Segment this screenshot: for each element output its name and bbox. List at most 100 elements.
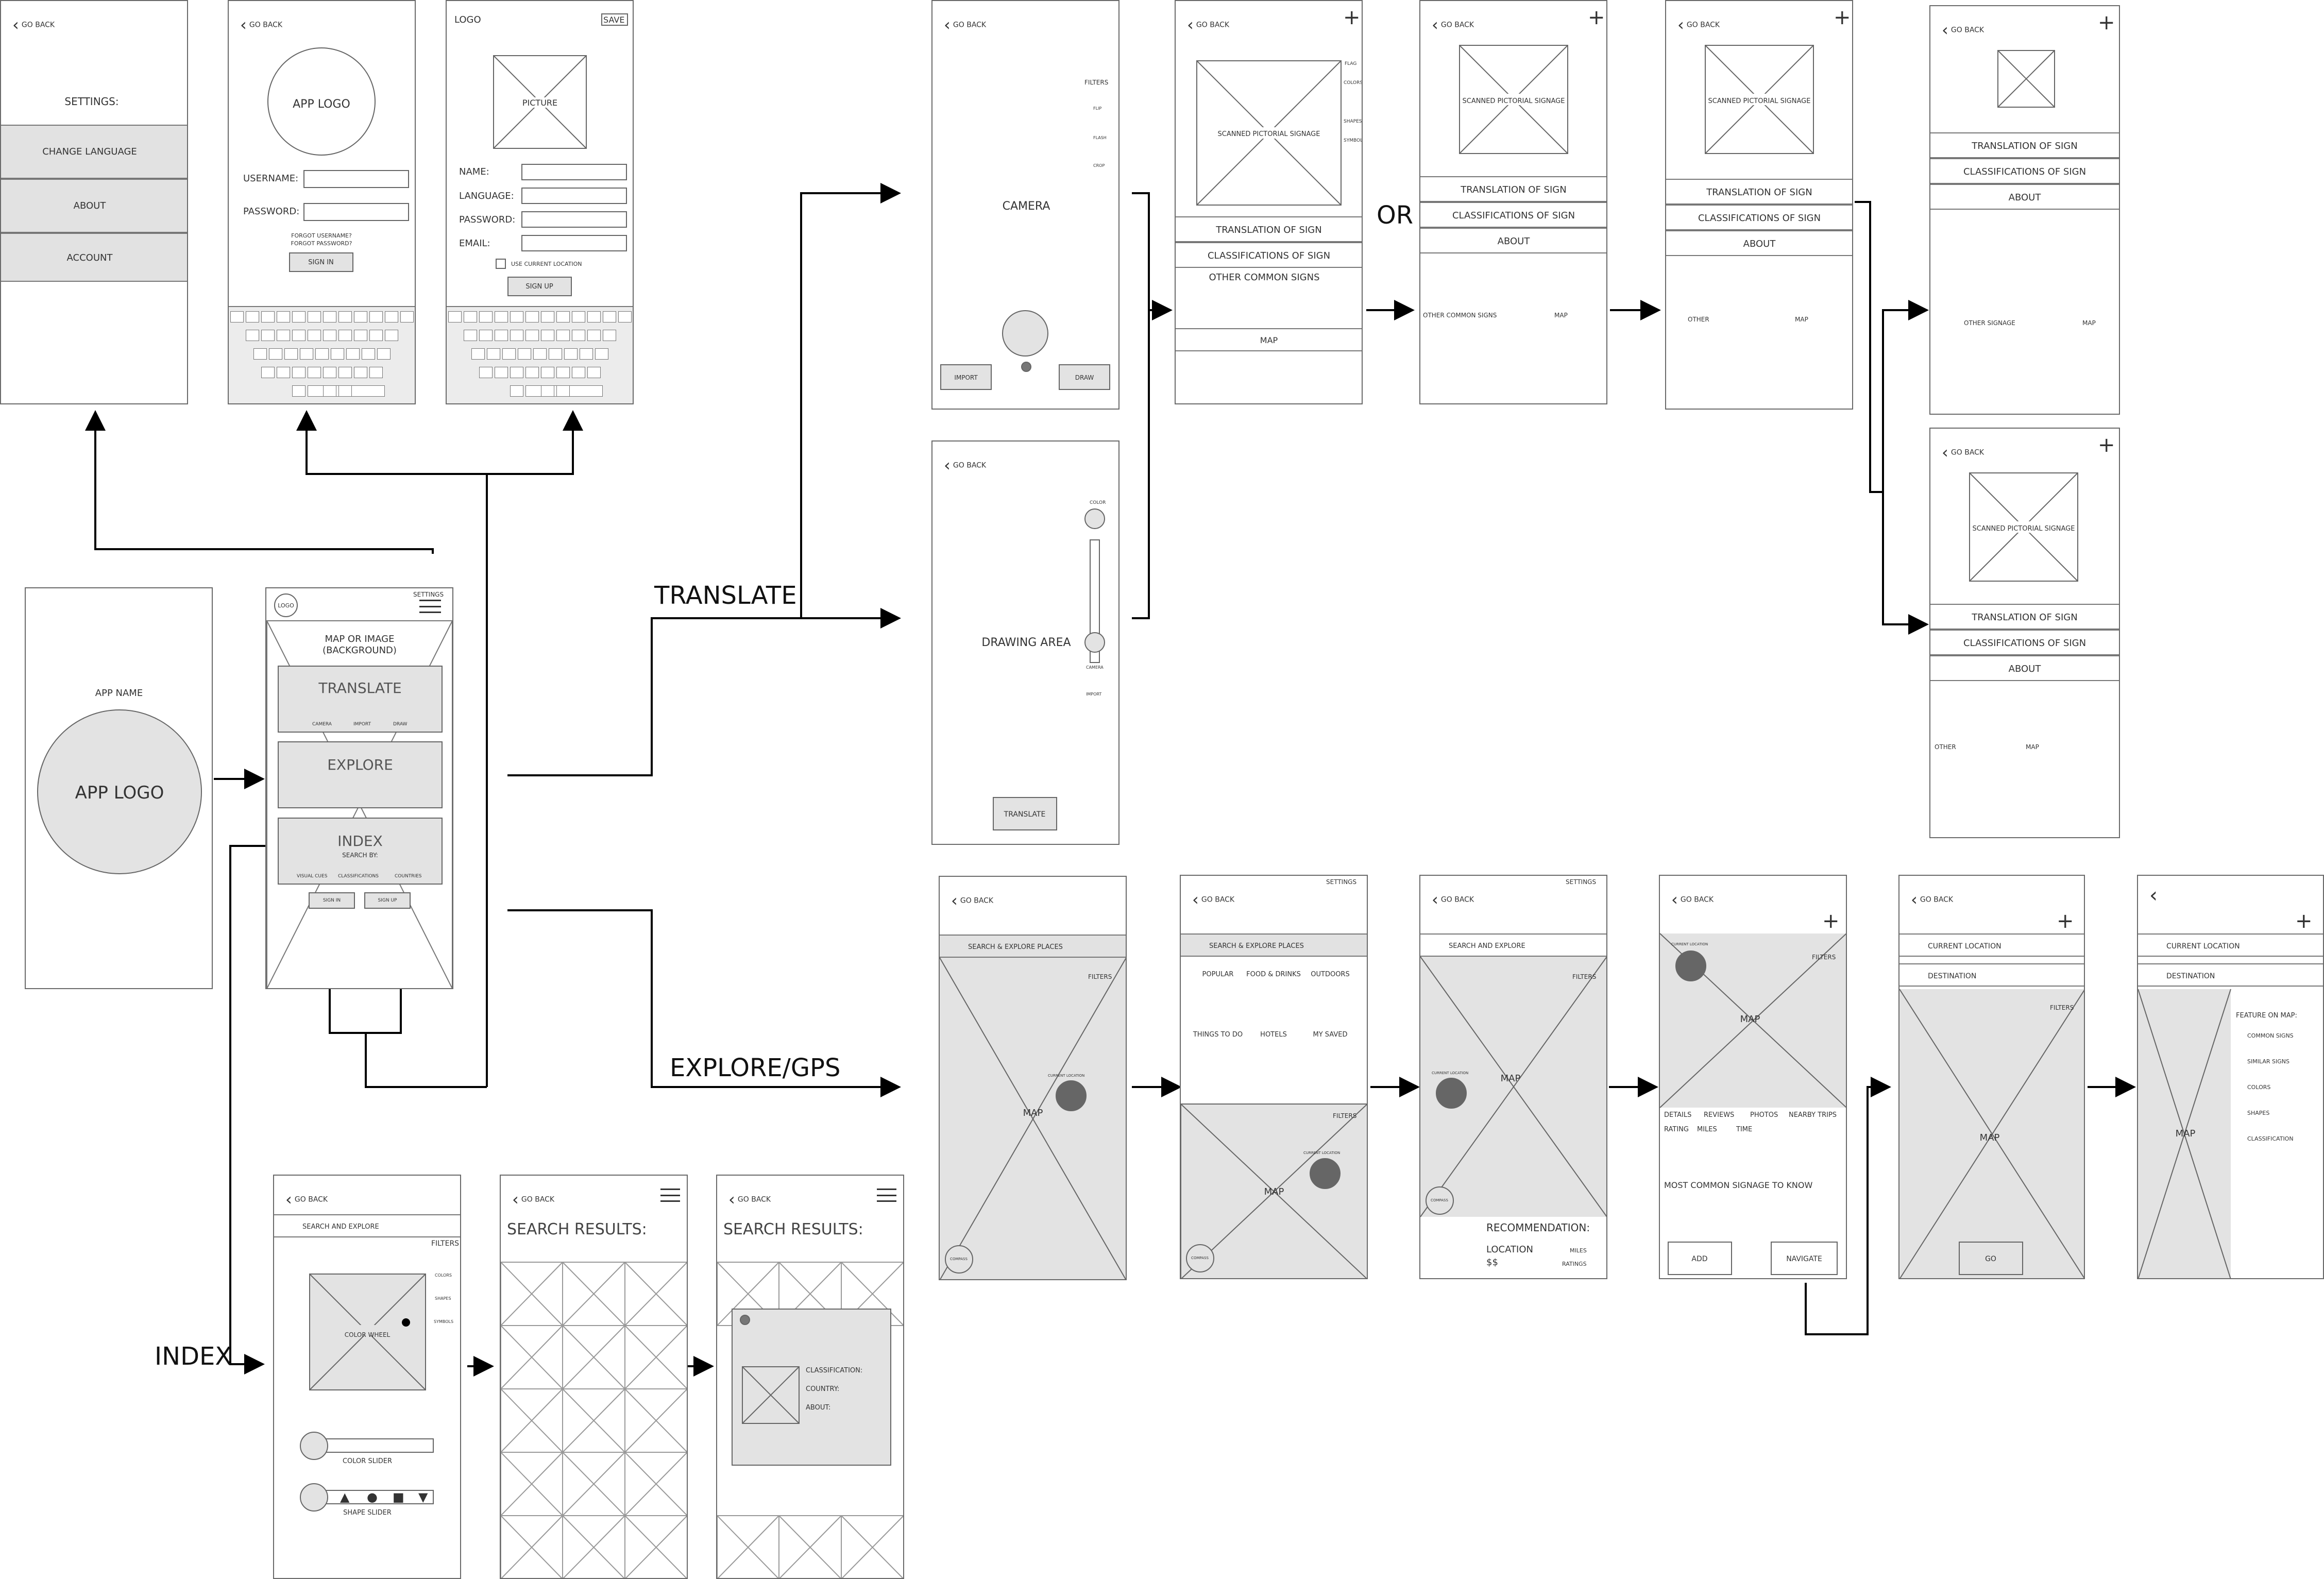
keyboard-key[interactable] (502, 348, 516, 360)
go-back-button[interactable]: ‹ GO BACK (728, 1190, 771, 1209)
keyboard-key[interactable] (587, 367, 601, 378)
current-location-field[interactable]: CURRENT LOCATION (1899, 933, 2084, 957)
add-icon[interactable]: + (2057, 909, 2074, 933)
keyboard-key[interactable] (384, 330, 398, 341)
keyboard-key[interactable] (369, 367, 383, 378)
add-icon[interactable]: + (2295, 909, 2313, 933)
keyboard[interactable] (229, 306, 415, 403)
settings-item-account[interactable]: ACCOUNT (1, 233, 187, 282)
keyboard-key[interactable] (307, 330, 321, 341)
keyboard-key[interactable] (276, 367, 290, 378)
add-icon[interactable]: + (2098, 433, 2115, 457)
keyboard-key[interactable] (338, 311, 352, 322)
keyboard-key[interactable] (571, 367, 585, 378)
import-button[interactable]: IMPORT (940, 364, 992, 390)
keyboard-key[interactable] (525, 367, 539, 378)
keyboard-key[interactable] (556, 385, 570, 397)
keyboard-key[interactable] (353, 367, 367, 378)
destination-field[interactable]: DESTINATION (1899, 963, 2084, 987)
keyboard-key[interactable] (587, 311, 601, 322)
keyboard-key[interactable] (579, 348, 593, 360)
keyboard-key[interactable] (369, 311, 383, 322)
shutter-button[interactable] (1002, 310, 1048, 356)
map-area[interactable] (2138, 989, 2231, 1279)
email-input[interactable] (521, 235, 627, 251)
classifications-section[interactable]: CLASSIFICATIONS OF SIGN (1930, 630, 2119, 655)
about-section[interactable]: ABOUT (1930, 184, 2119, 210)
map-area[interactable] (1899, 989, 2085, 1279)
translation-section[interactable]: TRANSLATION OF SIGN (1930, 604, 2119, 630)
keyboard-key[interactable] (353, 311, 367, 322)
keyboard-key[interactable] (330, 348, 344, 360)
sign-up-button[interactable]: SIGN UP (364, 892, 411, 909)
keyboard-key[interactable] (540, 330, 554, 341)
keyboard-key[interactable] (602, 330, 616, 341)
keyboard-key[interactable] (540, 385, 554, 397)
keyboard-key[interactable] (338, 367, 352, 378)
add-icon[interactable]: + (1343, 6, 1361, 29)
menu-icon[interactable] (660, 1189, 680, 1202)
keyboard-key[interactable] (284, 348, 298, 360)
keyboard-key[interactable] (587, 330, 601, 341)
destination-field[interactable]: DESTINATION (2138, 963, 2323, 987)
keyboard-key[interactable] (463, 330, 477, 341)
keyboard-key[interactable] (261, 367, 275, 378)
keyboard-key[interactable] (323, 385, 336, 397)
sign-up-button[interactable]: SIGN UP (507, 277, 572, 296)
keyboard-key[interactable] (384, 311, 398, 322)
keyboard-key[interactable] (525, 311, 539, 322)
keyboard-key[interactable] (602, 311, 616, 322)
explore-button[interactable]: EXPLORE (278, 741, 443, 808)
add-icon[interactable]: + (1822, 909, 1840, 933)
go-back-button[interactable]: ‹ GO BACK (512, 1190, 555, 1209)
translate-button[interactable]: TRANSLATE (993, 797, 1057, 830)
keyboard-key[interactable] (471, 348, 485, 360)
shape-slider-handle[interactable] (300, 1483, 328, 1512)
keyboard-key[interactable] (494, 330, 508, 341)
settings-item-language[interactable]: CHANGE LANGUAGE (1, 125, 187, 179)
keyboard-key[interactable] (245, 330, 259, 341)
keyboard-key[interactable] (245, 311, 259, 322)
go-back-button[interactable]: ‹ GO BACK (1432, 890, 1474, 909)
keyboard-key[interactable] (261, 330, 275, 341)
go-back-button[interactable]: ‹ GO BACK (1942, 20, 1984, 40)
map-section[interactable]: MAP (1176, 328, 1362, 351)
tab-photos[interactable]: PHOTOS (1750, 1111, 1778, 1119)
keyboard[interactable] (447, 306, 633, 403)
about-section[interactable]: ABOUT (1420, 228, 1606, 253)
keyboard-key[interactable] (517, 348, 531, 360)
keyboard-key[interactable] (253, 348, 267, 360)
keyboard-key[interactable] (261, 311, 275, 322)
keyboard-key[interactable] (595, 348, 608, 360)
go-back-button[interactable]: ‹ GO BACK (285, 1190, 328, 1209)
compass-icon[interactable]: COMPASS (945, 1245, 973, 1274)
about-section[interactable]: ABOUT (1666, 230, 1852, 256)
password-input[interactable] (303, 203, 409, 221)
keyboard-key[interactable] (479, 367, 493, 378)
tab-reviews[interactable]: REVIEWS (1704, 1111, 1735, 1119)
translation-section[interactable]: TRANSLATION OF SIGN (1176, 216, 1362, 242)
classifications-section[interactable]: CLASSIFICATIONS OF SIGN (1930, 158, 2119, 184)
keyboard-key[interactable] (556, 330, 570, 341)
keyboard-key[interactable] (510, 367, 523, 378)
keyboard-key[interactable] (400, 311, 414, 322)
keyboard-key[interactable] (292, 385, 306, 397)
go-back-button[interactable]: ‹ GO BACK (1942, 443, 1984, 462)
keyboard-key[interactable] (323, 311, 336, 322)
classifications-section[interactable]: CLASSIFICATIONS OF SIGN (1176, 242, 1362, 268)
keyboard-key[interactable] (571, 311, 585, 322)
keyboard-key[interactable] (353, 330, 367, 341)
keyboard-key[interactable] (479, 330, 493, 341)
translation-section[interactable]: TRANSLATION OF SIGN (1930, 132, 2119, 158)
classifications-section[interactable]: CLASSIFICATIONS OF SIGN (1420, 202, 1606, 228)
keyboard-key[interactable] (369, 330, 383, 341)
draw-button[interactable]: DRAW (1059, 364, 1110, 390)
tab-nearby-trips[interactable]: NEARBY TRIPS (1789, 1111, 1837, 1119)
keyboard-key[interactable] (494, 311, 508, 322)
keyboard-key[interactable] (230, 311, 244, 322)
add-icon[interactable]: + (1834, 6, 1851, 29)
keyboard-key[interactable] (346, 348, 360, 360)
name-input[interactable] (521, 164, 627, 180)
go-back-button[interactable]: ‹ GO BACK (944, 455, 987, 475)
